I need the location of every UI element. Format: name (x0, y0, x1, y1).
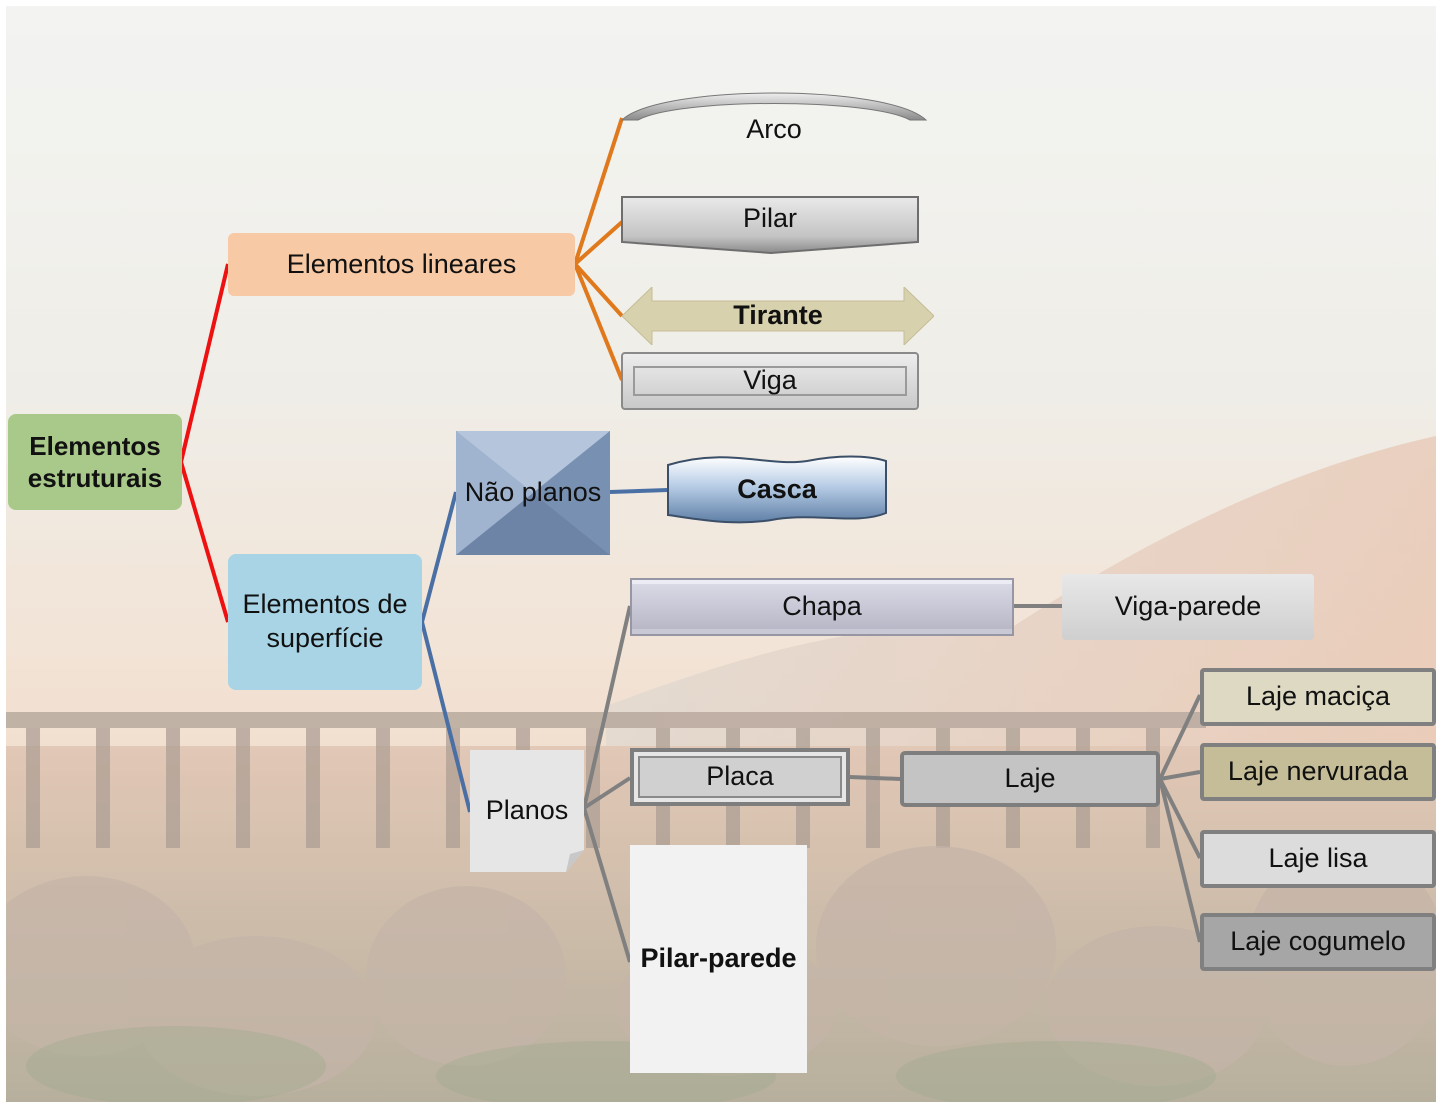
node-laje-macica: Laje maciça (1200, 668, 1436, 726)
label-laje-cogumelo: Laje cogumelo (1230, 926, 1406, 957)
node-elementos-estruturais: Elementos estruturais (8, 414, 182, 510)
wave-shape (667, 455, 887, 524)
node-casca: Casca (667, 453, 887, 526)
beam-inner-frame (633, 366, 907, 396)
label-planos: Planos (485, 795, 569, 826)
edge-planar (582, 604, 1202, 963)
label-casca: Casca (737, 473, 817, 504)
label-nao-planos: Não planos (464, 477, 602, 508)
label-pilar-parede: Pilar-parede (640, 943, 797, 974)
label-laje-lisa: Laje lisa (1268, 843, 1368, 874)
node-laje-cogumelo: Laje cogumelo (1200, 913, 1436, 971)
node-pilar: Pilar (621, 196, 919, 254)
double-arrow-shape (622, 287, 934, 345)
label-laje-macica: Laje maciça (1245, 681, 1391, 712)
node-viga: Viga (621, 352, 919, 410)
label-elementos-estruturais: Elementos estruturais (27, 430, 163, 494)
label-arco: Arco (746, 114, 802, 145)
node-elementos-de-superficie: Elementos de superfície (228, 554, 422, 690)
folded-page-shape (470, 750, 584, 872)
node-elementos-lineares: Elementos lineares (228, 233, 575, 296)
arch-shape (620, 92, 928, 121)
label-elementos-de-superficie: Elementos de superfície (242, 589, 408, 653)
label-viga-parede: Viga-parede (1114, 591, 1262, 622)
label-placa: Placa (706, 761, 774, 792)
pillar-shape (621, 196, 919, 254)
node-laje: Laje (900, 751, 1160, 807)
node-arco: Arco (620, 78, 928, 144)
background-landscape (6, 6, 1436, 1102)
node-chapa: Chapa (630, 578, 1014, 636)
edge-linear (573, 117, 624, 381)
node-nao-planos: Não planos (456, 431, 610, 555)
node-laje-lisa: Laje lisa (1200, 830, 1436, 888)
node-placa: Placa (630, 748, 850, 806)
label-chapa: Chapa (782, 591, 862, 622)
bevel-shape (456, 431, 610, 555)
node-tirante: Tirante (622, 287, 934, 345)
label-laje: Laje (1004, 763, 1056, 794)
node-viga-parede: Viga-parede (1062, 574, 1314, 640)
node-laje-nervurada: Laje nervurada (1200, 743, 1436, 801)
label-laje-nervurada: Laje nervurada (1227, 756, 1409, 787)
edge-surface (420, 488, 669, 813)
label-elementos-lineares: Elementos lineares (286, 248, 517, 279)
node-planos: Planos (470, 750, 584, 872)
label-tirante: Tirante (733, 300, 823, 331)
node-pilar-parede: Pilar-parede (630, 845, 807, 1073)
edge-root (179, 263, 230, 623)
label-viga: Viga (743, 365, 797, 396)
label-pilar: Pilar (742, 203, 797, 234)
